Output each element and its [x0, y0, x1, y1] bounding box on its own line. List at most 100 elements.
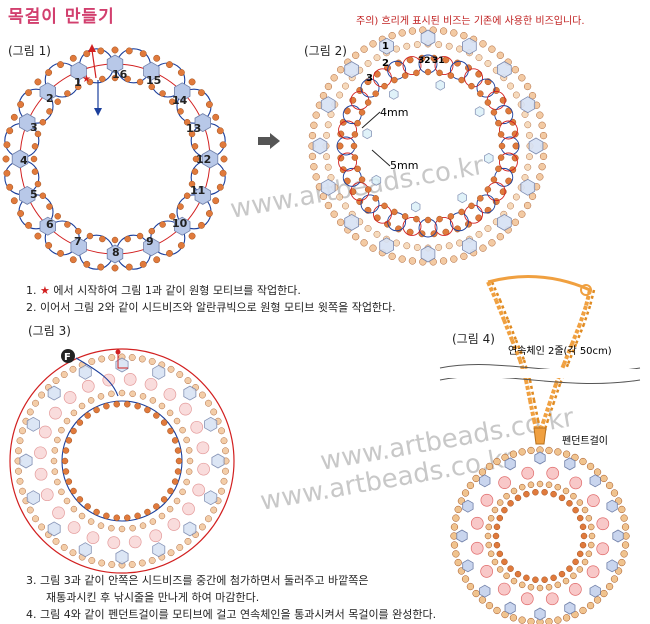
seed-bead [19, 487, 26, 495]
seed-bead [393, 45, 400, 53]
seed-bead [497, 154, 505, 161]
seed-bead [183, 118, 191, 126]
seed-bead [153, 503, 160, 510]
crystal-rondelle [498, 476, 511, 490]
seed-bead [600, 589, 608, 598]
figure-1-motif: ★ [2, 44, 228, 272]
chain-top [487, 275, 591, 292]
chain-link [494, 299, 506, 321]
chain-link [554, 363, 566, 385]
seed-bead [490, 109, 498, 116]
seed-bead [436, 215, 443, 223]
seed-bead [84, 412, 91, 419]
seed-bead [185, 468, 193, 475]
crystal-rondelle [81, 379, 95, 393]
seed-bead [70, 505, 78, 513]
seed-bead [373, 230, 381, 238]
seed-bead [10, 197, 18, 205]
seed-bead [103, 512, 110, 520]
seed-bead [330, 74, 338, 82]
seed-bead [205, 210, 213, 217]
seed-bead [183, 436, 190, 444]
seed-bead [485, 601, 494, 610]
seed-bead [169, 98, 176, 105]
fig1-number: 2 [46, 92, 54, 105]
chain-link [588, 289, 596, 307]
seed-bead [373, 70, 381, 78]
seed-bead [188, 78, 196, 86]
seed-bead [148, 83, 156, 91]
seed-bead [456, 239, 463, 247]
seed-bead [69, 549, 77, 557]
seed-bead [523, 201, 532, 210]
crystal-bead [26, 416, 40, 432]
crystal-rondelle [545, 592, 559, 606]
seed-bead [450, 255, 458, 263]
seed-bead [108, 390, 115, 398]
seed-bead [496, 499, 504, 506]
seed-bead [496, 550, 504, 558]
seed-bead [621, 523, 630, 531]
seed-bead [545, 446, 553, 455]
seed-bead [479, 40, 487, 48]
crystal-bead [479, 474, 491, 488]
seed-bead [460, 32, 468, 40]
crystal-bead [456, 529, 468, 543]
seed-bead [308, 131, 317, 140]
seed-bead [488, 239, 496, 247]
crystal-rondelle [107, 536, 121, 549]
seed-bead [388, 252, 396, 260]
seed-bead [166, 409, 174, 417]
seed-bead [477, 195, 484, 202]
seed-bead [511, 218, 520, 226]
crystal-bead [152, 542, 166, 558]
seed-bead [191, 168, 199, 175]
star-icon: ★ [40, 284, 50, 297]
thread-path-blue [75, 357, 119, 397]
seed-bead [532, 576, 539, 584]
seed-bead [527, 583, 535, 591]
crystal-bead [18, 113, 36, 133]
seed-bead [514, 570, 522, 578]
seed-bead [51, 468, 59, 475]
seed-bead [541, 488, 548, 496]
seed-bead [52, 377, 60, 385]
seed-bead [167, 365, 175, 373]
crystal-bead [462, 499, 474, 513]
crystal-rondelle [149, 529, 163, 543]
seed-bead [222, 447, 229, 455]
seed-bead [38, 523, 46, 531]
seed-bead [173, 417, 181, 425]
seed-bead [600, 474, 608, 483]
seed-bead [525, 131, 533, 139]
seed-bead [622, 532, 630, 540]
seed-bead [491, 506, 499, 514]
seed-bead [484, 532, 492, 540]
figure-1-label: (그림 1) [8, 44, 51, 58]
seed-bead [512, 142, 520, 150]
crystal-bead [106, 244, 124, 264]
thread-loop [498, 152, 518, 172]
crystal-rondelle [38, 425, 52, 439]
seed-bead [562, 577, 570, 585]
chain-link [538, 419, 546, 433]
seed-bead [134, 402, 141, 410]
seed-bead [323, 131, 331, 139]
arrowhead-icon [94, 108, 102, 116]
seed-bead [64, 221, 71, 228]
seed-bead [198, 89, 205, 97]
crystal-bead [115, 549, 129, 565]
clasp-icon [580, 284, 592, 296]
seed-bead [493, 541, 501, 549]
seed-bead [454, 558, 462, 567]
seed-bead [550, 574, 557, 582]
crystal-rondelle [86, 531, 100, 545]
seed-bead [159, 90, 166, 97]
seed-bead [554, 616, 562, 624]
seed-bead [398, 255, 406, 263]
seed-bead [525, 153, 533, 161]
seed-bead [472, 474, 480, 483]
fig1-number: 11 [190, 184, 205, 197]
seed-bead [576, 514, 584, 522]
